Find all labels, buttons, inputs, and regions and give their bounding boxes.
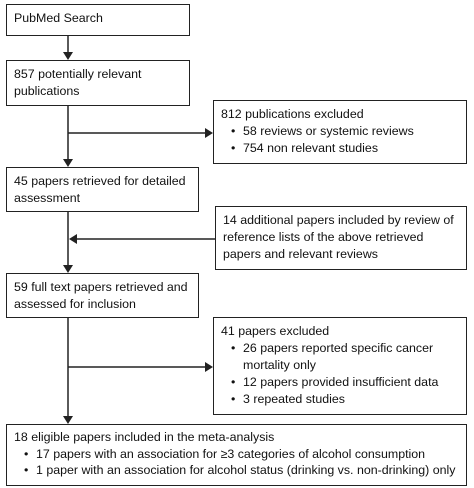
arrowhead: [63, 265, 73, 273]
box-title: 18 eligible papers included in the meta-…: [14, 430, 275, 444]
excluded-publications-box: 812 publications excluded 58 reviews or …: [213, 100, 467, 164]
box-title: 45 papers retrieved for detailed assessm…: [14, 174, 186, 205]
box-title: 857 potentially relevant publications: [14, 67, 142, 98]
arrowhead: [63, 52, 73, 60]
list-item: 3 repeated studies: [221, 391, 459, 408]
box-title: 41 papers excluded: [221, 324, 330, 338]
list-item: 754 non relevant studies: [221, 140, 459, 157]
exclusion-list: 26 papers reported specific cancer morta…: [221, 340, 459, 408]
list-item: 12 papers provided insufficient data: [221, 374, 459, 391]
pubmed-search-box: PubMed Search: [6, 4, 190, 36]
retrieved-papers-box: 45 papers retrieved for detailed assessm…: [6, 167, 199, 212]
potential-publications-box: 857 potentially relevant publications: [6, 60, 190, 106]
full-text-papers-box: 59 full text papers retrieved and assess…: [6, 273, 199, 318]
box-title: 812 publications excluded: [221, 107, 364, 121]
arrowhead: [205, 128, 213, 138]
inclusion-list: 17 papers with an association for ≥3 cat…: [14, 446, 459, 479]
additional-papers-box: 14 additional papers included by review …: [215, 206, 467, 270]
eligible-papers-box: 18 eligible papers included in the meta-…: [6, 424, 467, 486]
list-item: 58 reviews or systemic reviews: [221, 123, 459, 140]
list-item: 1 paper with an association for alcohol …: [14, 462, 459, 479]
arrowhead: [69, 234, 77, 244]
list-item: 26 papers reported specific cancer morta…: [221, 340, 459, 374]
arrowhead: [63, 416, 73, 424]
exclusion-list: 58 reviews or systemic reviews 754 non r…: [221, 123, 459, 157]
arrowhead: [205, 362, 213, 372]
box-title: 14 additional papers included by review …: [223, 213, 454, 261]
box-title: 59 full text papers retrieved and assess…: [14, 280, 188, 311]
list-item: 17 papers with an association for ≥3 cat…: [14, 446, 459, 463]
arrowhead: [63, 159, 73, 167]
excluded-papers-box: 41 papers excluded 26 papers reported sp…: [213, 317, 467, 415]
box-title: PubMed Search: [14, 11, 103, 25]
